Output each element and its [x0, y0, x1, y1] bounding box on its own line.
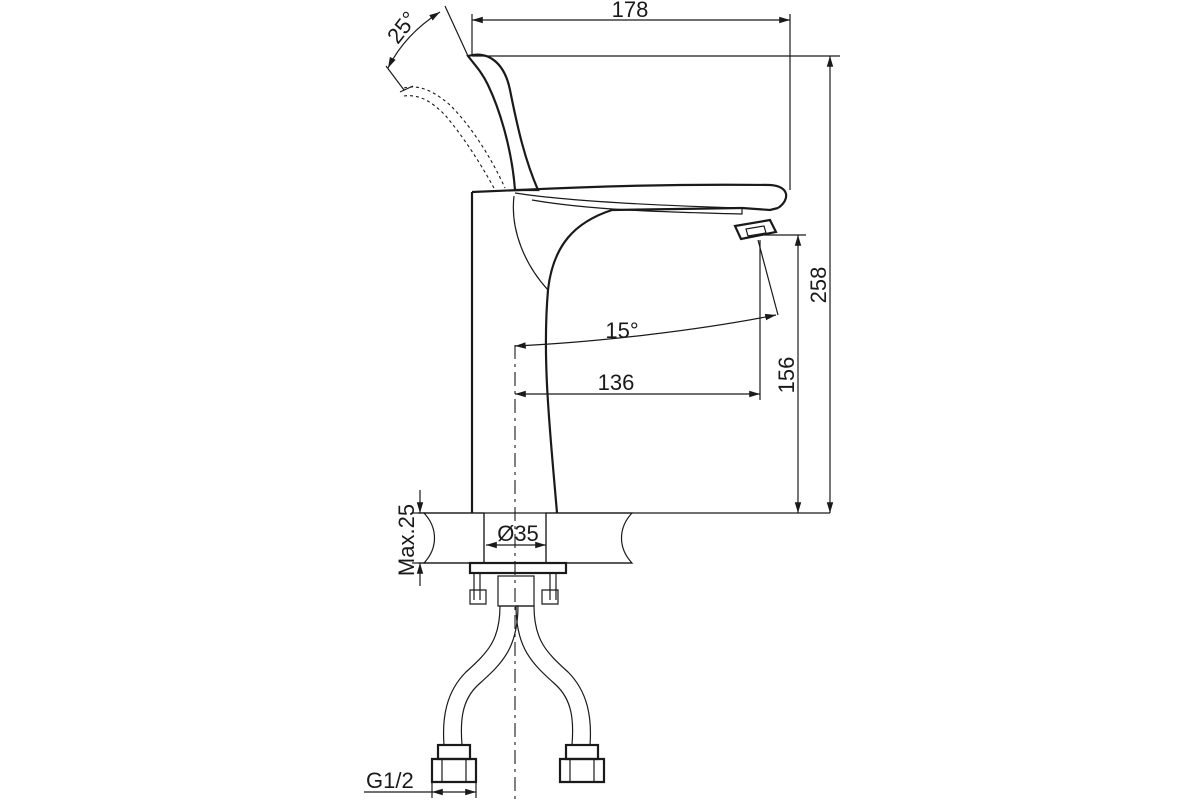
- label-lever-angle: 25°: [382, 7, 422, 49]
- label-overall-height: 258: [806, 267, 831, 304]
- label-max-deck: Max.25: [394, 504, 419, 576]
- aerator: [733, 218, 778, 241]
- dim-thread: [364, 782, 477, 798]
- faucet-body: [470, 183, 788, 514]
- mounting-nut: [468, 561, 568, 607]
- dim-spout-angle: [514, 239, 779, 349]
- dim-spout-height: [760, 234, 806, 513]
- label-overall-width: 178: [612, 0, 649, 22]
- lever-handle: [466, 53, 540, 192]
- label-thread: G1/2: [366, 768, 414, 793]
- label-spout-angle: 15°: [605, 318, 638, 343]
- dim-overall-width: [471, 14, 791, 190]
- lever-handle-open: [399, 85, 506, 191]
- label-base-diameter: Ø35: [497, 521, 539, 546]
- dim-overall-height: [472, 55, 840, 513]
- dim-max-deck: [412, 490, 426, 586]
- dim-lever-angle: [385, 5, 469, 91]
- label-spout-reach: 136: [598, 370, 635, 395]
- label-spout-height: 156: [774, 357, 799, 394]
- deck-section: [418, 512, 830, 564]
- flex-hoses: [430, 605, 606, 784]
